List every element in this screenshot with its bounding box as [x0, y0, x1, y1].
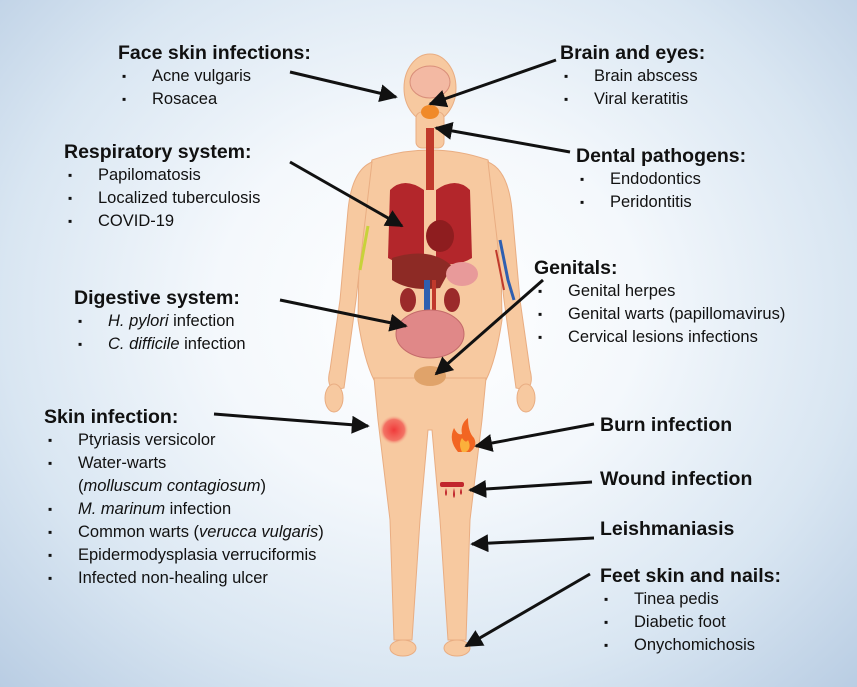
face-infections-group: Face skin infections: ▪Acne vulgaris ▪Ro… — [118, 41, 311, 111]
feet-heading: Feet skin and nails: — [600, 564, 781, 588]
skin-infection-group: Skin infection: ▪Ptyriasis versicolor ▪W… — [44, 405, 324, 590]
list-item: ▪H. pylori infection — [74, 310, 246, 333]
list-item: ▪Localized tuberculosis — [64, 187, 260, 210]
list-item: ▪Epidermodysplasia verruciformis — [44, 544, 324, 567]
brain-eyes-heading: Brain and eyes: — [560, 41, 705, 65]
wound-infection-label: Wound infection — [600, 468, 752, 491]
bullet-icon: ▪ — [580, 191, 584, 214]
skin-infection-heading: Skin infection: — [44, 405, 324, 429]
list-item: ▪Water-warts — [44, 452, 324, 475]
bullet-icon: ▪ — [78, 333, 82, 356]
skin-lesion-spot — [379, 415, 409, 445]
list-item: ▪M. marinum infection — [44, 498, 324, 521]
arrow-feet — [466, 574, 590, 646]
bullet-icon: ▪ — [48, 452, 52, 475]
respiratory-group: Respiratory system: ▪Papilomatosis ▪Loca… — [64, 140, 260, 233]
bullet-icon: ▪ — [604, 611, 608, 634]
list-item: ▪Tinea pedis — [600, 588, 781, 611]
arrow-wound — [470, 482, 592, 490]
list-item: ▪Papilomatosis — [64, 164, 260, 187]
list-item: ▪Cervical lesions infections — [534, 326, 785, 349]
bullet-icon: ▪ — [564, 65, 568, 88]
bullet-icon: ▪ — [580, 168, 584, 191]
bullet-icon: ▪ — [68, 164, 72, 187]
digestive-heading: Digestive system: — [74, 286, 246, 310]
digestive-group: Digestive system: ▪H. pylori infection ▪… — [74, 286, 246, 356]
feet-group: Feet skin and nails: ▪Tinea pedis ▪Diabe… — [600, 564, 781, 657]
genitals-group: Genitals: ▪Genital herpes ▪Genital warts… — [534, 256, 785, 349]
list-item-continuation: (molluscum contagiosum) — [44, 475, 324, 498]
list-item: ▪Diabetic foot — [600, 611, 781, 634]
list-item: ▪Genital herpes — [534, 280, 785, 303]
list-item: ▪Brain abscess — [560, 65, 705, 88]
bullet-icon: ▪ — [68, 210, 72, 233]
list-item: ▪Genital warts (papillomavirus) — [534, 303, 785, 326]
bullet-icon: ▪ — [48, 521, 52, 544]
arrow-burn — [476, 424, 594, 446]
bullet-icon: ▪ — [538, 326, 542, 349]
arrow-dental — [436, 128, 570, 152]
list-item: ▪Onychomichosis — [600, 634, 781, 657]
bullet-icon: ▪ — [604, 634, 608, 657]
list-item: ▪COVID-19 — [64, 210, 260, 233]
bullet-icon: ▪ — [122, 65, 126, 88]
list-item: ▪C. difficile infection — [74, 333, 246, 356]
bullet-icon: ▪ — [48, 498, 52, 521]
list-item: ▪Common warts (verucca vulgaris) — [44, 521, 324, 544]
list-item: ▪Rosacea — [118, 88, 311, 111]
bullet-icon: ▪ — [538, 303, 542, 326]
dental-heading: Dental pathogens: — [576, 144, 746, 168]
genitals-heading: Genitals: — [534, 256, 785, 280]
bullet-icon: ▪ — [68, 187, 72, 210]
list-item: ▪Peridontitis — [576, 191, 746, 214]
burn-infection-label: Burn infection — [600, 414, 732, 437]
bullet-icon: ▪ — [538, 280, 542, 303]
bullet-icon: ▪ — [78, 310, 82, 333]
list-item: ▪Acne vulgaris — [118, 65, 311, 88]
arrow-leish — [472, 538, 594, 544]
bullet-icon: ▪ — [48, 567, 52, 590]
list-item: ▪Endodontics — [576, 168, 746, 191]
brain-eyes-group: Brain and eyes: ▪Brain abscess ▪Viral ke… — [560, 41, 705, 111]
bullet-icon: ▪ — [48, 544, 52, 567]
list-item: ▪Infected non-healing ulcer — [44, 567, 324, 590]
list-item: ▪Ptyriasis versicolor — [44, 429, 324, 452]
leishmaniasis-label: Leishmaniasis — [600, 518, 734, 541]
bullet-icon: ▪ — [604, 588, 608, 611]
bullet-icon: ▪ — [48, 429, 52, 452]
bullet-icon: ▪ — [564, 88, 568, 111]
bullet-icon: ▪ — [122, 88, 126, 111]
respiratory-heading: Respiratory system: — [64, 140, 260, 164]
dental-group: Dental pathogens: ▪Endodontics ▪Peridont… — [576, 144, 746, 214]
list-item: ▪Viral keratitis — [560, 88, 705, 111]
face-infections-heading: Face skin infections: — [118, 41, 311, 65]
